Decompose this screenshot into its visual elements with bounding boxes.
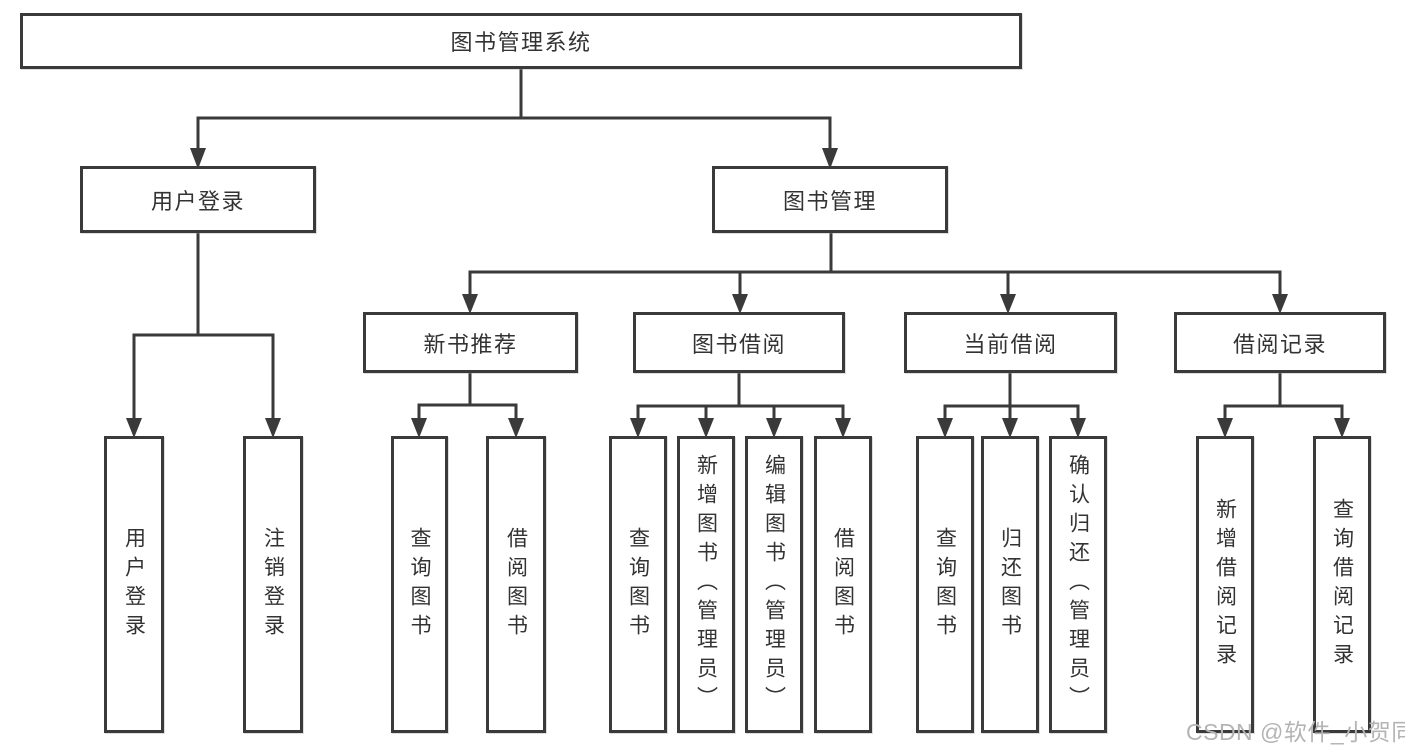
leaf-user-login-label: 用户登录: [122, 526, 146, 643]
node-book-borrow: 图书借阅: [633, 312, 845, 373]
leaf-query-books-current: 查询图书: [916, 436, 974, 733]
leaf-borrow-books-recommend-label: 借阅图书: [504, 526, 528, 643]
leaf-add-book-admin: 新增图书（管理员）: [677, 436, 735, 733]
arrowheads: [126, 148, 1350, 438]
node-user-login-label: 用户登录: [150, 188, 245, 214]
edge-records-branch: [1223, 404, 1344, 420]
leaf-user-login: 用户登录: [104, 436, 164, 733]
leaf-logout-label: 注销登录: [261, 526, 285, 643]
watermark: CSDN @软件_小贺同学: [1186, 719, 1405, 745]
node-new-book-recommend: 新书推荐: [363, 312, 578, 373]
leaf-return-books-label: 归还图书: [998, 526, 1022, 643]
node-borrow-records: 借阅记录: [1174, 312, 1386, 373]
leaf-query-books-recommend-label: 查询图书: [408, 526, 431, 643]
leaf-edit-book-admin-label: 编辑图书（管理员）: [762, 454, 786, 715]
leaf-query-books-borrow: 查询图书: [609, 436, 667, 733]
leaf-query-borrow-record: 查询借阅记录: [1313, 436, 1371, 733]
leaf-confirm-return-admin: 确认归还（管理员）: [1049, 436, 1107, 733]
node-root-label: 图书管理系统: [450, 30, 592, 55]
leaf-borrow-books-borrow: 借阅图书: [814, 436, 872, 733]
leaf-query-books-current-label: 查询图书: [933, 526, 957, 643]
leaf-add-borrow-record: 新增借阅记录: [1196, 436, 1254, 733]
edge-borrow-branch: [636, 404, 845, 420]
node-current-borrow-label: 当前借阅: [963, 331, 1058, 357]
leaf-borrow-books-recommend: 借阅图书: [486, 436, 546, 733]
node-root: 图书管理系统: [20, 13, 1022, 69]
leaf-confirm-return-admin-label: 确认归还（管理员）: [1066, 454, 1090, 715]
leaf-borrow-books-borrow-label: 借阅图书: [831, 526, 855, 643]
leaf-add-book-admin-label: 新增图书（管理员）: [694, 454, 718, 715]
edge-root-branch: [196, 116, 832, 150]
leaf-edit-book-admin: 编辑图书（管理员）: [745, 436, 803, 733]
node-book-management: 图书管理: [712, 166, 948, 233]
leaf-query-books-borrow-label: 查询图书: [626, 526, 650, 643]
node-new-book-recommend-label: 新书推荐: [423, 331, 518, 357]
node-book-borrow-label: 图书借阅: [691, 331, 786, 357]
leaf-return-books: 归还图书: [981, 436, 1039, 733]
node-user-login: 用户登录: [80, 166, 316, 233]
node-current-borrow: 当前借阅: [904, 312, 1117, 373]
edge-recommend-branch: [417, 403, 518, 420]
leaf-query-books-recommend: 查询图书: [391, 436, 448, 733]
leaf-query-borrow-record-label: 查询借阅记录: [1330, 497, 1354, 672]
node-book-management-label: 图书管理: [782, 188, 877, 214]
leaf-add-borrow-record-label: 新增借阅记录: [1213, 497, 1237, 672]
edge-book-mgmt-branch: [468, 270, 1282, 296]
node-borrow-records-label: 借阅记录: [1232, 331, 1327, 357]
edge-user-login-branch: [132, 333, 275, 420]
leaf-logout: 注销登录: [243, 436, 303, 733]
